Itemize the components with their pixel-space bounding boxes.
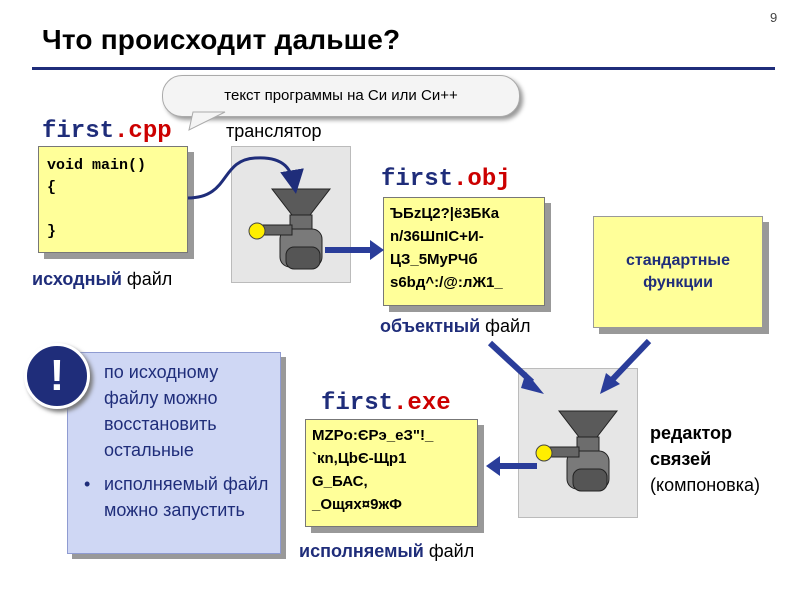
arrowhead-icon bbox=[370, 240, 384, 260]
standard-to-linker-arrow bbox=[612, 341, 649, 380]
source-to-translator-arrow bbox=[188, 158, 295, 198]
arrowhead-icon bbox=[486, 456, 500, 476]
